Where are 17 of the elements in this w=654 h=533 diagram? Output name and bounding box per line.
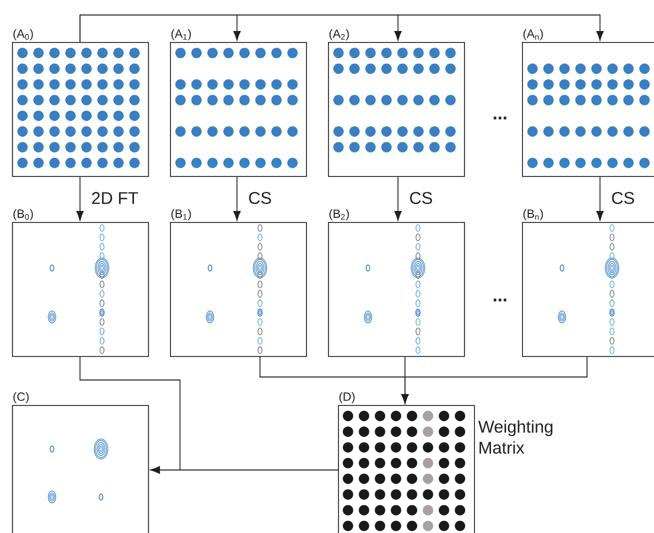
panel-label: (B$_{0}$) [13,209,33,220]
panel-label: (B$_{1}$) [171,209,191,220]
edge-label: 2D FT [92,192,138,204]
side-label: Weighting Matrix [478,420,552,454]
panel-label: (C) [13,392,29,404]
panel-label: (A$_{1}$) [171,29,191,40]
panel-label: (A$_{2}$) [329,29,349,40]
edge-label: CS [612,192,634,204]
edge-label: CS [410,192,432,204]
ellipsis: ... [494,298,506,302]
ellipsis: ... [494,116,506,120]
panel-label: (A$_{0}$) [13,29,33,40]
panel-label: (A$_{n}$) [523,29,543,40]
edge-label: CS [249,192,272,204]
panel-label: (B$_{n}$) [523,209,543,220]
panel-label: (D) [339,392,355,404]
panel-label: (B$_{2}$) [329,209,349,220]
